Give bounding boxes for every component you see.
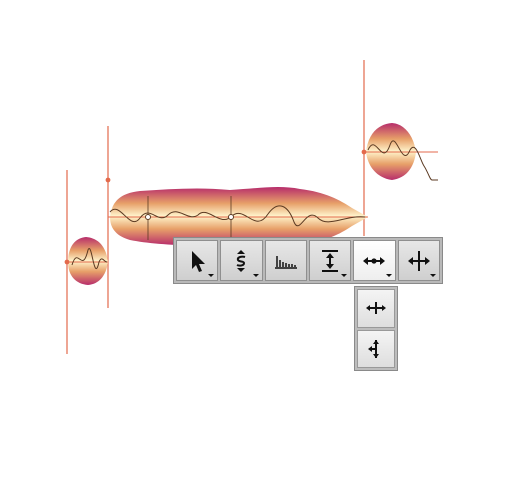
time-tool-icon (363, 256, 386, 265)
time-handle-icon (366, 302, 386, 315)
formant-tool-icon (322, 249, 339, 272)
time-stretch-icon (368, 339, 379, 358)
formant-tool-button[interactable] (308, 240, 352, 281)
separation-tool-icon (407, 250, 430, 271)
edit-node[interactable] (105, 177, 111, 183)
amplitude-tool-button[interactable] (264, 240, 307, 281)
tool-palette (173, 237, 443, 284)
amplitude-tool-icon (274, 255, 297, 269)
time-handle-tool-button[interactable] (357, 289, 395, 328)
dropdown-caret-icon (429, 274, 436, 277)
time-tool-button[interactable] (353, 240, 396, 281)
separation-tool-button[interactable] (397, 240, 440, 281)
time-stretch-tool-button[interactable] (357, 329, 395, 368)
note-blob[interactable] (364, 123, 438, 181)
dropdown-caret-icon (385, 274, 392, 277)
main-tool-button[interactable] (176, 240, 219, 281)
note-blob[interactable] (108, 187, 368, 246)
dropdown-caret-icon (252, 274, 259, 277)
dropdown-caret-icon (341, 274, 348, 277)
pitch-tool-button[interactable] (220, 240, 263, 281)
dropdown-caret-icon (208, 274, 215, 277)
time-tool-submenu (354, 286, 398, 371)
edit-node[interactable] (361, 149, 367, 155)
pitch-tool-icon (237, 249, 246, 272)
edit-node[interactable] (64, 259, 70, 265)
note-blob[interactable] (67, 237, 108, 285)
pointer-icon (192, 250, 206, 272)
